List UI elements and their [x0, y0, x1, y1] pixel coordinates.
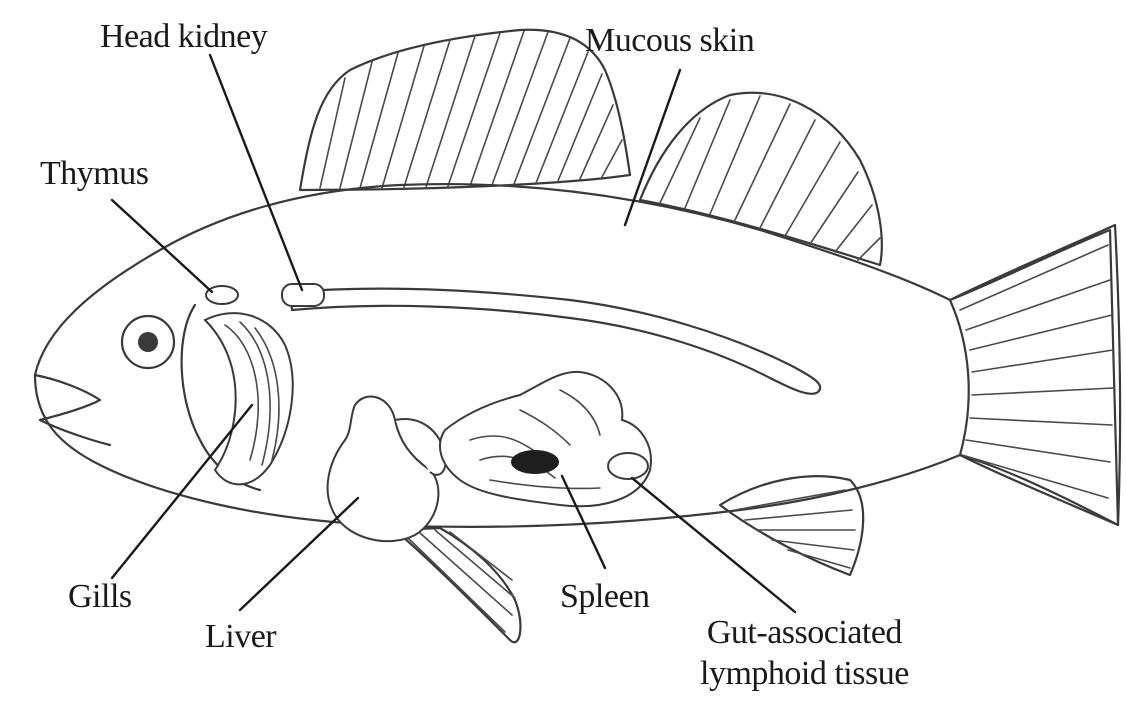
leader-gills — [112, 405, 252, 578]
leader-galt — [632, 478, 795, 612]
caudal-fin — [950, 225, 1120, 525]
gills-organ — [205, 313, 293, 484]
dorsal-fin-front — [300, 30, 630, 190]
label-gills: Gills — [68, 580, 132, 614]
thymus-organ — [206, 286, 238, 304]
leader-liver — [240, 498, 358, 610]
label-galt-line2: lymphoid tissue — [700, 654, 909, 695]
label-gut-associated-lymphoid-tissue: Gut-associated lymphoid tissue — [700, 613, 909, 695]
label-galt-line1: Gut-associated — [700, 613, 909, 654]
galt-organ — [608, 453, 648, 479]
label-liver: Liver — [205, 620, 276, 654]
leader-thymus — [112, 200, 212, 292]
label-thymus: Thymus — [40, 157, 148, 191]
label-head-kidney: Head kidney — [100, 20, 267, 54]
gut-organ — [440, 372, 651, 506]
spleen-organ — [511, 450, 559, 474]
kidney-tube — [282, 284, 820, 394]
liver-organ — [328, 397, 446, 542]
leader-head-kidney — [210, 55, 302, 290]
label-mucous-skin: Mucous skin — [585, 24, 754, 58]
pelvic-fin — [395, 528, 520, 642]
anal-fin — [720, 476, 863, 575]
label-spleen: Spleen — [560, 580, 650, 614]
dorsal-fin-rear — [640, 93, 882, 265]
